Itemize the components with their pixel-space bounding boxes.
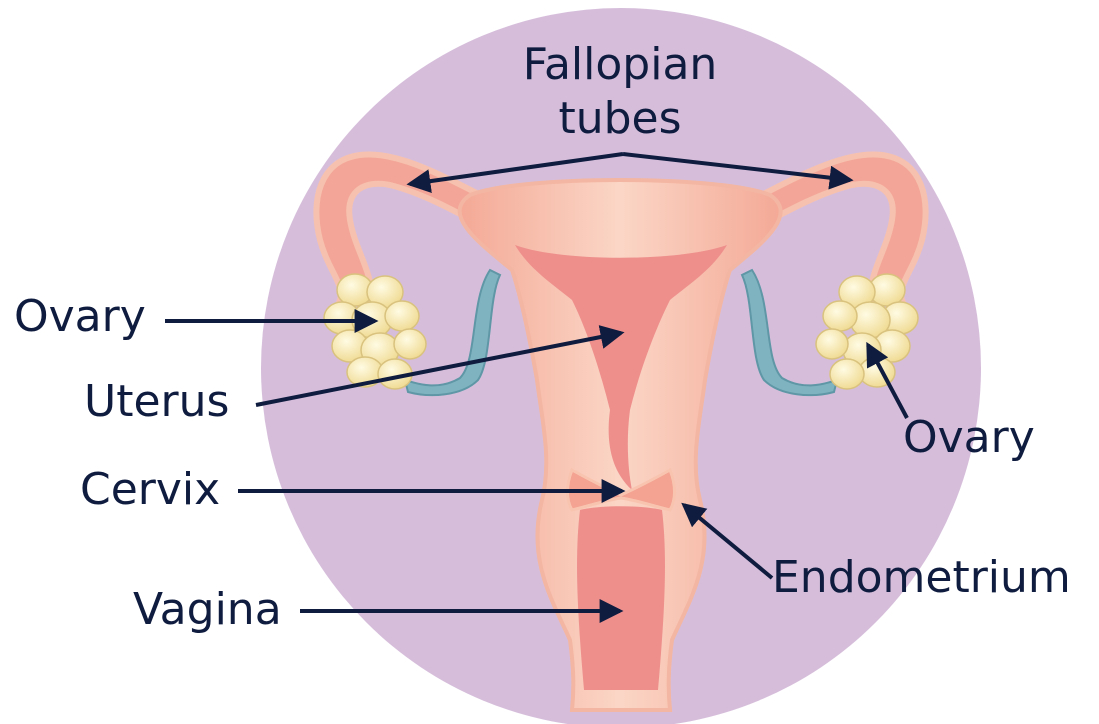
label-fallopian-tubes: Fallopian tubes bbox=[470, 38, 770, 146]
label-fallopian-line2: tubes bbox=[470, 92, 770, 146]
label-endometrium: Endometrium bbox=[772, 556, 1071, 600]
label-vagina: Vagina bbox=[133, 588, 282, 632]
vaginal-canal bbox=[577, 506, 665, 690]
label-fallopian-line1: Fallopian bbox=[470, 38, 770, 92]
label-uterus: Uterus bbox=[84, 380, 229, 424]
label-ovary-right: Ovary bbox=[903, 416, 1035, 460]
label-cervix: Cervix bbox=[80, 468, 220, 512]
label-ovary-left: Ovary bbox=[14, 295, 146, 339]
